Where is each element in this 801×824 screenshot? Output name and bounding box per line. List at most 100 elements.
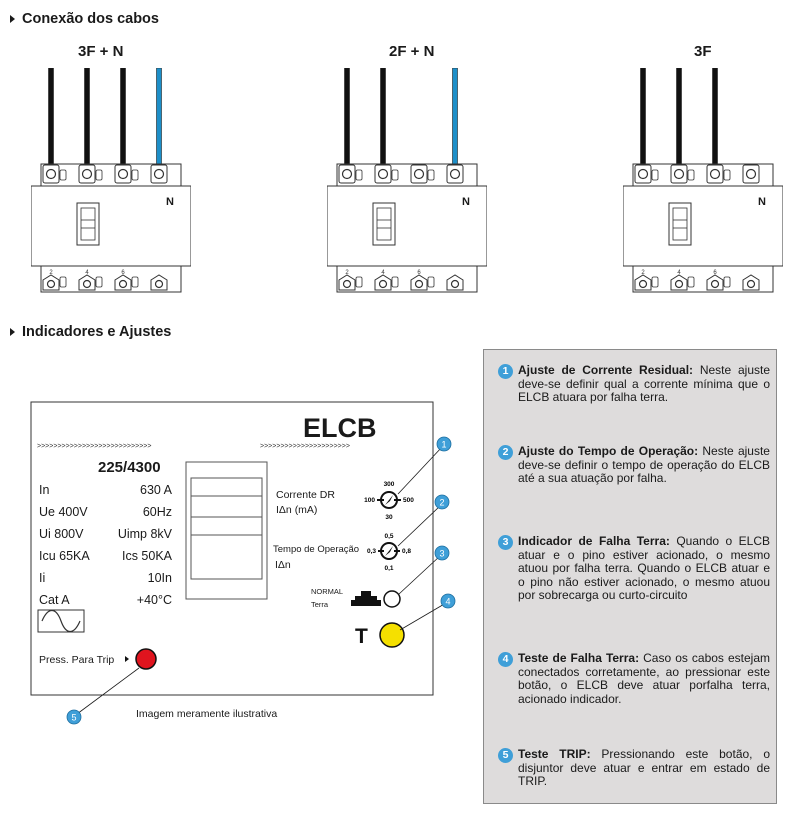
section-cable-connection-title: Conexão dos cabos	[22, 11, 159, 27]
terminal-screw-icon	[81, 168, 93, 180]
svg-text:2: 2	[439, 498, 444, 508]
time-unit-label: IΔn	[275, 559, 291, 571]
phase-cable	[380, 68, 386, 165]
elcb-title: ELCB	[303, 413, 377, 443]
terminal-screw-icon	[674, 279, 684, 289]
spec-list: In 630 A Ue 400V 60Hz Ui 800V Uimp 8kV I…	[39, 483, 173, 607]
operation-time-dial[interactable]: 0,5 0,3 0,8 0,1	[367, 533, 411, 572]
legend-number-2: 2	[498, 445, 513, 460]
bottom-terminal-number: 6	[417, 270, 421, 276]
legend-text-2: Neste ajuste deve-se definir o tempo de …	[518, 444, 770, 485]
spec-right-10in: 10In	[148, 571, 172, 585]
section-indicators-title: Indicadores e Ajustes	[22, 324, 172, 340]
handle-slot	[190, 477, 263, 580]
neutral-mark: N	[758, 196, 766, 208]
illustrative-caption: Imagem meramente ilustrativa	[136, 708, 277, 720]
spec-left-ue: Ue 400V	[39, 505, 88, 519]
breaker-diagram-3f-n: 135N246	[31, 68, 191, 293]
arrow-line-left: >>>>>>>>>>>>>>>>>>>>>>>>>>>>	[37, 443, 151, 450]
bottom-terminal-number: 4	[381, 270, 385, 276]
breaker-label-2f-n: 2F + N	[389, 43, 435, 60]
legend-number-5: 5	[498, 748, 513, 763]
residual-current-dial[interactable]: 300 100 500 30	[364, 481, 414, 521]
terminal-screw-icon	[414, 279, 424, 289]
svg-text:1: 1	[441, 440, 446, 450]
terminal-screw-icon	[450, 279, 460, 289]
trip-button[interactable]	[135, 648, 157, 670]
current-dr-label: Corrente DR	[276, 489, 335, 501]
terminal-screw-icon	[710, 279, 720, 289]
terminal-screw-icon	[46, 279, 56, 289]
phase-cable	[120, 68, 126, 165]
legend-item-2: 2 Ajuste do Tempo de Operação: Neste aju…	[498, 444, 770, 486]
spec-right-in: 630 A	[140, 483, 173, 497]
callout-4: 4	[440, 593, 456, 609]
legend-number-3: 3	[498, 535, 513, 550]
ground-fault-indicator	[383, 590, 401, 608]
model-number: 225/4300	[98, 459, 161, 476]
terminal-screw-icon	[745, 168, 757, 180]
terminal-screw-icon	[377, 168, 389, 180]
terminal-screw-icon	[117, 168, 129, 180]
callout-3: 3	[434, 545, 450, 561]
dial1-left: 100	[364, 497, 375, 504]
terminal-screw-icon	[45, 168, 57, 180]
spec-left-in: In	[39, 483, 49, 497]
bottom-terminal-number: 4	[677, 270, 681, 276]
dial2-right: 0,8	[402, 548, 411, 555]
ground-fault-test-button[interactable]	[379, 622, 405, 648]
section-cable-connection: Conexão dos cabos	[10, 11, 159, 27]
dial2-bottom: 0,1	[384, 565, 393, 572]
bottom-terminal-number: 2	[49, 270, 53, 276]
breaker-label-3f-n: 3F + N	[78, 43, 124, 60]
legend-item-4: 4 Teste de Falha Terra: Caso os cabos es…	[498, 651, 770, 706]
terminal-screw-icon	[746, 279, 756, 289]
legend-text-1: Neste ajuste deve-se definir qual a corr…	[518, 363, 770, 404]
triangle-bullet-icon	[10, 328, 15, 336]
terminal-screw-icon	[638, 279, 648, 289]
breaker-label-3f: 3F	[694, 43, 712, 60]
callout-1: 1	[436, 436, 452, 452]
legend-title-5: Teste TRIP:	[518, 747, 591, 761]
indicator-pin-icon	[351, 591, 381, 606]
terminal-screw-icon	[342, 279, 352, 289]
section-indicators: Indicadores e Ajustes	[10, 324, 171, 340]
neutral-mark: N	[462, 196, 470, 208]
terminal-screw-icon	[637, 168, 649, 180]
legend-title-3: Indicador de Falha Terra:	[518, 534, 670, 548]
legend-panel: 1 Ajuste de Corrente Residual: Neste aju…	[483, 349, 777, 804]
legend-title-1: Ajuste de Corrente Residual:	[518, 363, 694, 377]
callout-2: 2	[434, 494, 450, 510]
test-letter: T	[355, 625, 368, 648]
breaker-diagram-3f: 135N246	[623, 68, 783, 293]
legend-text-4: Caso os cabos estejam conectados correta…	[518, 651, 770, 706]
phase-cable	[84, 68, 90, 165]
normal-label: NORMAL	[311, 587, 343, 596]
breaker-diagram-2f-n: 135N246	[327, 68, 487, 293]
triangle-bullet-icon	[10, 15, 15, 23]
breaker-body	[623, 185, 783, 267]
legend-number-1: 1	[498, 364, 513, 379]
terminal-screw-icon	[118, 279, 128, 289]
neutral-mark: N	[166, 196, 174, 208]
dial2-top: 0,5	[384, 533, 393, 540]
spec-left-ui: Ui 800V	[39, 527, 84, 541]
bottom-terminal-number: 6	[121, 270, 125, 276]
arrow-line-right: >>>>>>>>>>>>>>>>>>>>>>	[260, 443, 350, 450]
spec-right-hz: 60Hz	[143, 505, 172, 519]
dial1-top: 300	[384, 481, 395, 488]
bottom-terminal-number: 6	[713, 270, 717, 276]
phase-cable	[676, 68, 682, 165]
spec-left-icu: Icu 65KA	[39, 549, 90, 563]
terminal-screw-icon	[378, 279, 388, 289]
legend-number-4: 4	[498, 652, 513, 667]
terminal-screw-icon	[449, 168, 461, 180]
time-label: Tempo de Operação	[273, 544, 359, 555]
terminal-screw-icon	[154, 279, 164, 289]
svg-text:5: 5	[71, 713, 76, 723]
trip-label: Press. Para Trip	[39, 654, 114, 666]
legend-item-5: 5 Teste TRIP: Pressionando este botão, o…	[498, 747, 770, 789]
spec-left-ii: Ii	[39, 571, 45, 585]
terminal-screw-icon	[413, 168, 425, 180]
legend-text-5: Pressionando este botão, o disjuntor dev…	[518, 747, 770, 788]
